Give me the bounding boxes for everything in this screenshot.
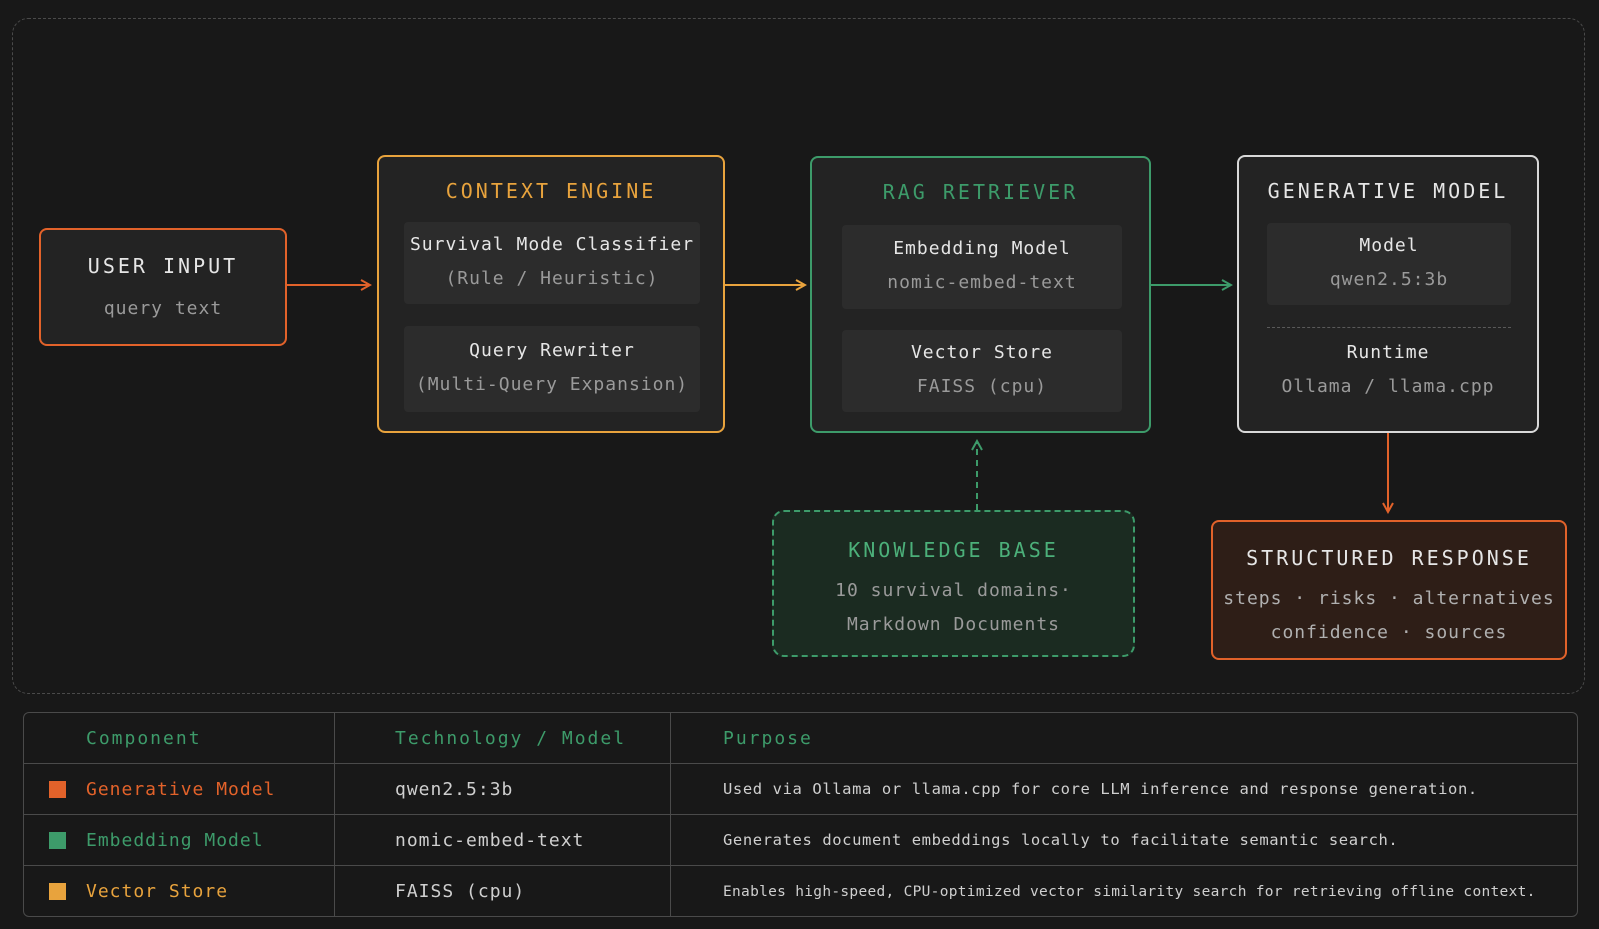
user-input-subtitle: query text: [103, 298, 223, 319]
user-input-node: USER INPUT query text: [39, 228, 287, 346]
row-component: Vector Store: [86, 881, 229, 902]
architecture-diagram-frame: [12, 18, 1585, 694]
rag-retriever-title: RAG RETRIEVER: [882, 180, 1079, 204]
context-engine-title: CONTEXT ENGINE: [445, 179, 657, 203]
knowledge-base-line2: Markdown Documents: [846, 614, 1061, 635]
knowledge-base-title: KNOWLEDGE BASE: [848, 538, 1059, 562]
embedding-model-label: Embedding Model: [893, 238, 1071, 259]
runtime-label: Runtime: [1346, 342, 1430, 363]
query-rewriter-detail: (Multi-Query Expansion): [415, 374, 689, 395]
components-table: Component Technology / Model Purpose Gen…: [23, 712, 1578, 917]
table-row-generative-model: Generative Model qwen2.5:3b Used via Oll…: [24, 764, 1577, 815]
model-label: Model: [1359, 235, 1419, 256]
embedding-model-block: Embedding Model nomic-embed-text: [842, 225, 1122, 309]
table-row-embedding-model: Embedding Model nomic-embed-text Generat…: [24, 815, 1577, 866]
model-block: Model qwen2.5:3b: [1267, 223, 1511, 305]
generative-model-title: GENERATIVE MODEL: [1267, 179, 1509, 203]
generative-model-node: GENERATIVE MODEL Model qwen2.5:3b Runtim…: [1237, 155, 1539, 433]
generative-model-swatch: [49, 781, 66, 798]
row-technology: FAISS (cpu): [334, 866, 670, 916]
vector-store-label: Vector Store: [910, 342, 1054, 363]
structured-response-node: STRUCTURED RESPONSE steps · risks · alte…: [1211, 520, 1567, 660]
rag-retriever-node: RAG RETRIEVER Embedding Model nomic-embe…: [810, 156, 1151, 433]
vector-store-block: Vector Store FAISS (cpu): [842, 330, 1122, 412]
header-component: Component: [86, 727, 202, 749]
knowledge-base-node: KNOWLEDGE BASE 10 survival domains· Mark…: [772, 510, 1135, 657]
context-engine-node: CONTEXT ENGINE Survival Mode Classifier …: [377, 155, 725, 433]
structured-response-title: STRUCTURED RESPONSE: [1246, 546, 1532, 570]
header-purpose: Purpose: [670, 713, 1577, 763]
row-technology: qwen2.5:3b: [334, 764, 670, 814]
runtime-detail: Ollama / llama.cpp: [1281, 376, 1495, 397]
query-rewriter-label: Query Rewriter: [469, 340, 635, 361]
generative-model-divider: [1267, 327, 1511, 328]
vector-store-swatch: [49, 883, 66, 900]
query-rewriter-block: Query Rewriter (Multi-Query Expansion): [404, 326, 700, 412]
model-detail: qwen2.5:3b: [1329, 269, 1449, 290]
embedding-model-swatch: [49, 832, 66, 849]
user-input-title: USER INPUT: [87, 254, 239, 278]
structured-response-line1: steps · risks · alternatives: [1223, 588, 1555, 609]
structured-response-line2: confidence · sources: [1270, 622, 1508, 643]
row-technology: nomic-embed-text: [334, 815, 670, 865]
survival-mode-classifier-block: Survival Mode Classifier (Rule / Heurist…: [404, 222, 700, 304]
survival-mode-classifier-label: Survival Mode Classifier: [409, 234, 695, 255]
vector-store-detail: FAISS (cpu): [916, 376, 1048, 397]
embedding-model-detail: nomic-embed-text: [887, 272, 1077, 293]
header-technology: Technology / Model: [334, 713, 670, 763]
table-header-row: Component Technology / Model Purpose: [24, 713, 1577, 764]
table-row-vector-store: Vector Store FAISS (cpu) Enables high-sp…: [24, 866, 1577, 916]
row-component: Embedding Model: [86, 829, 264, 851]
row-purpose: Enables high-speed, CPU-optimized vector…: [670, 866, 1577, 916]
row-purpose: Used via Ollama or llama.cpp for core LL…: [670, 764, 1577, 814]
row-component: Generative Model: [86, 778, 276, 800]
knowledge-base-line1: 10 survival domains·: [835, 580, 1072, 601]
survival-mode-classifier-detail: (Rule / Heuristic): [445, 268, 659, 289]
row-purpose: Generates document embeddings locally to…: [670, 815, 1577, 865]
